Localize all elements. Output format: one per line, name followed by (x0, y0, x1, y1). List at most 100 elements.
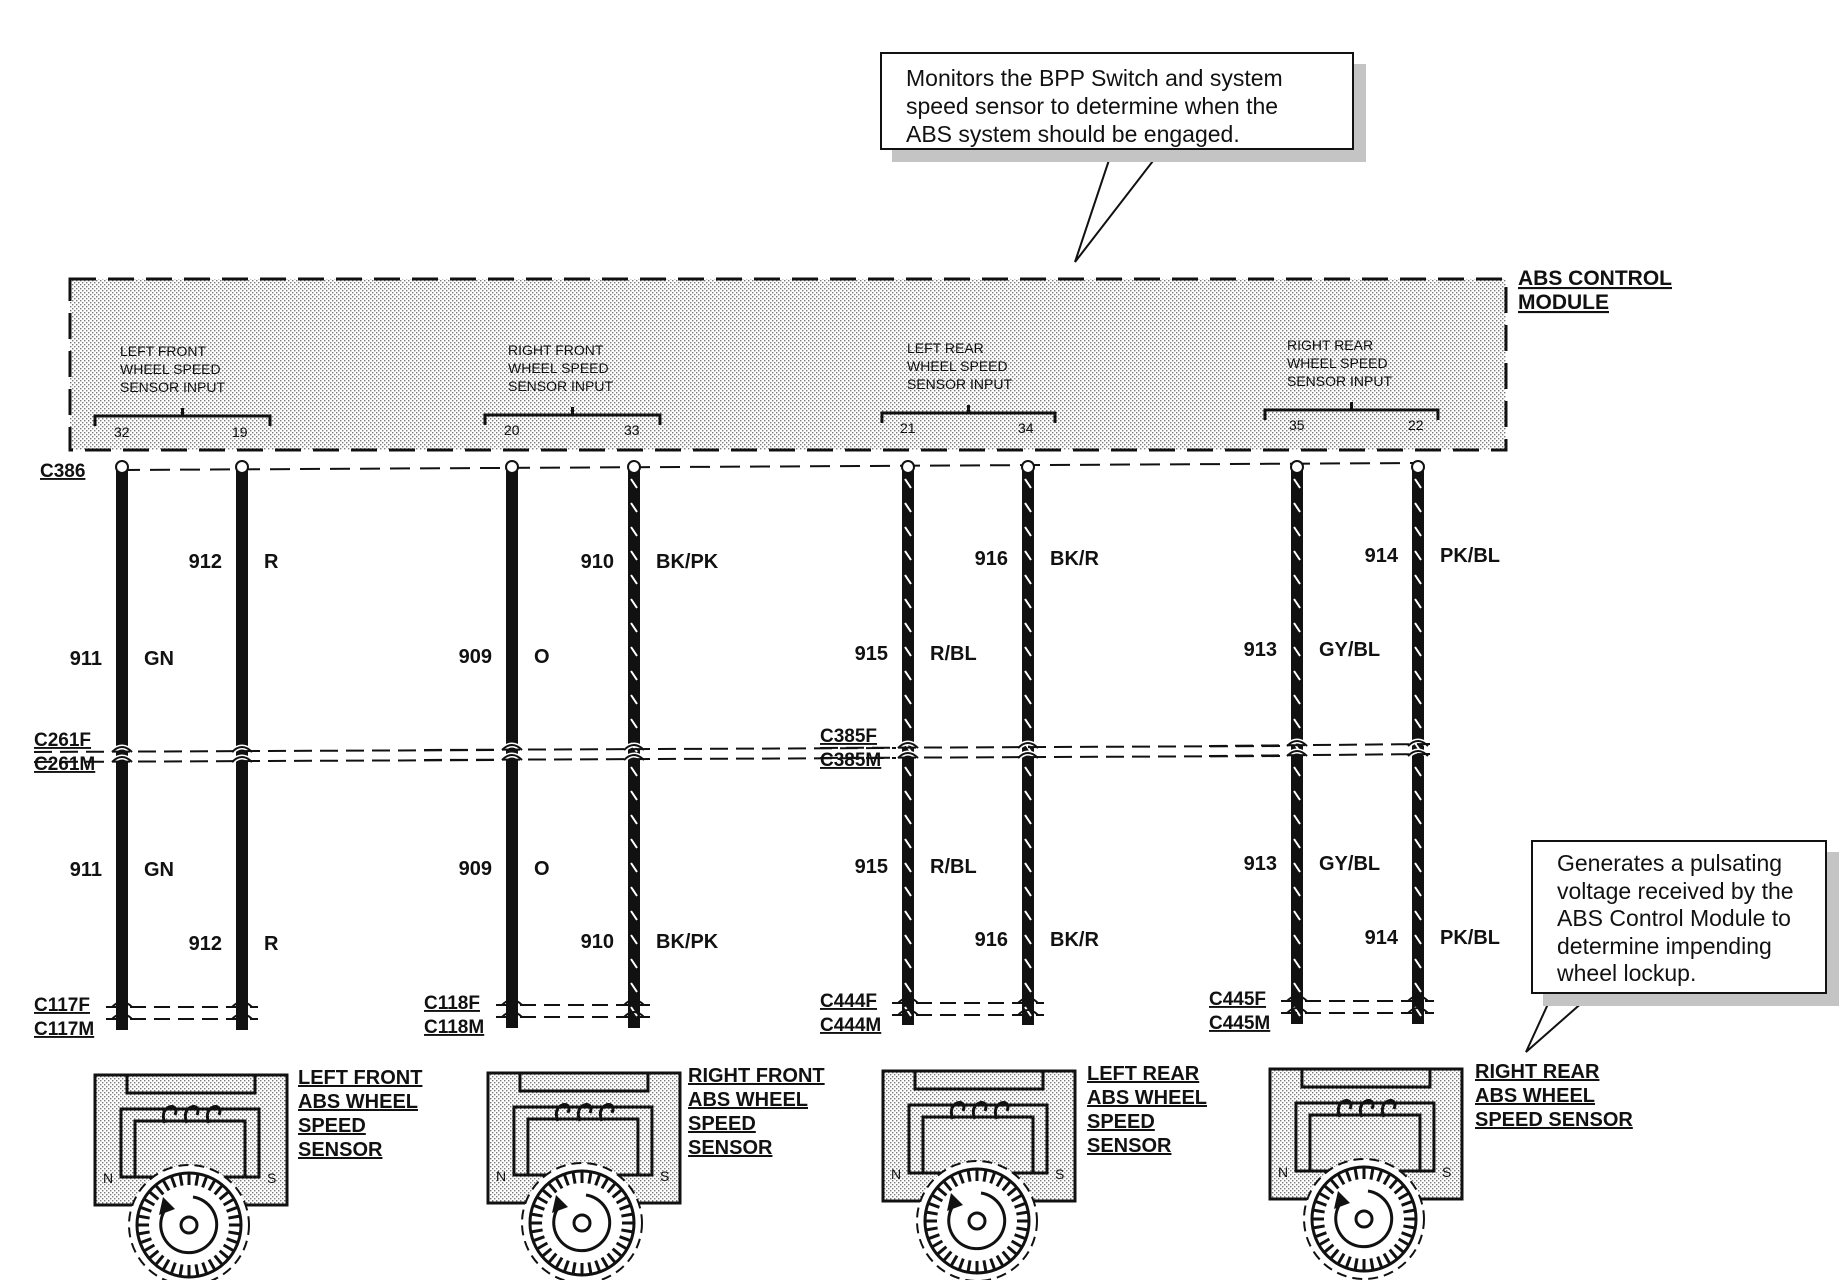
color-914-upper: PK/BL (1440, 545, 1500, 567)
tone-wheel-tooth-3 (1353, 1167, 1359, 1180)
color-910-upper: BK/PK (656, 551, 719, 573)
wire-stripe-914 (1414, 790, 1422, 801)
pin-35: 35 (1289, 417, 1305, 433)
tone-wheel-tooth-1 (532, 1203, 545, 1211)
tone-wheel-tooth-2 (949, 1175, 959, 1188)
tone-wheel-tooth-2 (1014, 1233, 1027, 1241)
wire-terminal-913 (1290, 460, 1304, 474)
tone-wheel-tooth-0 (137, 1214, 150, 1220)
tone-wheel-tooth-1 (606, 1252, 617, 1264)
wire-stripe-916 (1024, 550, 1032, 561)
module-input-label-1-1: WHEEL SPEED (508, 360, 609, 376)
bottom-arc-911 (111, 1001, 133, 1020)
wire-stripe-910 (630, 862, 638, 873)
sensor-connector-C117F: C117F (34, 995, 90, 1016)
wire-stripe-914 (1414, 934, 1422, 945)
wire-terminal-912 (235, 460, 249, 474)
tone-wheel-tooth-0 (139, 1205, 152, 1213)
tone-wheel-tooth-0 (178, 1173, 184, 1186)
circuit-914-lower: 914 (1365, 927, 1399, 949)
wire-stripe-916 (1024, 862, 1032, 873)
wire-stripe-914 (1414, 526, 1422, 537)
inline-arc-911 (111, 746, 133, 763)
sensor-callout-line-1: Generates a pulsating (1557, 850, 1783, 876)
tone-wheel-tooth-3 (1397, 1237, 1410, 1247)
tone-wheel-tooth-2 (982, 1169, 988, 1182)
rotation-arrowhead-2 (947, 1193, 963, 1211)
tone-wheel-tooth-2 (1010, 1239, 1023, 1249)
tone-wheel-tooth-1 (554, 1177, 564, 1190)
wire-stripe-913 (1293, 622, 1301, 633)
module-input-label-2-0: LEFT REAR (907, 340, 984, 356)
tone-wheel-tooth-2 (931, 1239, 944, 1249)
wire-stripe-916 (1024, 982, 1032, 993)
tone-wheel-tooth-0 (218, 1249, 230, 1260)
tone-wheel-tooth-3 (1318, 1237, 1331, 1247)
inline-arc-909 (501, 744, 523, 761)
tone-wheel-tooth-1 (587, 1171, 593, 1184)
wire-stripe-914 (1414, 958, 1422, 969)
wire-stripe-915 (904, 958, 912, 969)
wire-stripe-910 (630, 478, 638, 489)
tone-wheel-tooth-1 (615, 1195, 628, 1205)
wire-stripe-915 (904, 718, 912, 729)
pole-label-s-1: S (660, 1168, 669, 1184)
wire-stripe-910 (630, 598, 638, 609)
tone-wheel-tooth-0 (213, 1184, 224, 1196)
wire-stripe-915 (904, 862, 912, 873)
wire-stripe-913 (1293, 766, 1301, 777)
sensor-connector-C117M: C117M (34, 1019, 94, 1040)
wire-stripe-914 (1414, 574, 1422, 585)
tone-wheel-hub-3 (1354, 1209, 1374, 1229)
sensor-lead-1 (518, 1073, 650, 1093)
inline-connector-C261F: C261F (34, 730, 91, 751)
coil-winding-1-1 (576, 1103, 593, 1122)
color-916-lower: BK/R (1050, 929, 1099, 951)
sensor-label-0-3: SENSOR (298, 1139, 383, 1161)
wire-stripe-910 (630, 502, 638, 513)
tone-wheel-tooth-2 (957, 1171, 965, 1184)
sensor-label-2-3: SENSOR (1087, 1135, 1172, 1157)
wire-stripe-914 (1414, 814, 1422, 825)
wire-stripe-915 (904, 1006, 912, 1017)
wire-stripe-913 (1293, 718, 1301, 729)
circuit-910-upper: 910 (581, 551, 614, 573)
input-bracket-2 (880, 405, 1057, 423)
wire-stripe-916 (1024, 670, 1032, 681)
tone-wheel-tooth-2 (1001, 1250, 1012, 1262)
tone-wheel-tooth-1 (571, 1262, 577, 1275)
wire-stripe-916 (1024, 790, 1032, 801)
wire-stripe-916 (1024, 766, 1032, 777)
pole-label-n-0: N (103, 1170, 113, 1186)
wire-stripe-913 (1293, 910, 1301, 921)
tone-wheel-tooth-1 (554, 1256, 564, 1269)
coil-winding-2-0 (949, 1101, 966, 1120)
tone-wheel-tooth-0 (226, 1237, 239, 1245)
wire-stripe-910 (630, 550, 638, 561)
wire-terminal-915 (901, 460, 915, 474)
wire-stripe-915 (904, 550, 912, 561)
pole-label-s-3: S (1442, 1164, 1451, 1180)
tone-wheel-tooth-1 (562, 1260, 570, 1273)
tone-wheel-tooth-0 (154, 1254, 165, 1266)
wire-stripe-913 (1293, 598, 1301, 609)
sensor-label-3-2: SPEED SENSOR (1475, 1109, 1633, 1131)
wire-stripe-914 (1414, 694, 1422, 705)
tone-wheel-tooth-3 (1344, 1169, 1352, 1182)
sensor-label-2-0: LEFT REAR (1087, 1063, 1200, 1085)
tone-wheel-tooth-2 (1001, 1180, 1012, 1192)
sensor-connector-C444F: C444F (820, 991, 877, 1012)
bpp-callout-line-3: ABS system should be engaged. (906, 121, 1240, 147)
tone-wheel-tooth-3 (1312, 1224, 1325, 1230)
tone-wheel-tooth-3 (1318, 1191, 1331, 1201)
tone-wheel-tooth-1 (530, 1228, 543, 1234)
wire-stripe-913 (1293, 790, 1301, 801)
tone-wheel-tooth-1 (600, 1177, 610, 1190)
tone-wheel-tooth-2 (989, 1171, 997, 1184)
tone-wheel-tooth-1 (621, 1212, 634, 1218)
tone-wheel-tooth-0 (222, 1197, 235, 1207)
pin-19: 19 (232, 424, 248, 440)
tone-wheel-tooth-0 (207, 1179, 217, 1192)
connector-c386-line (119, 462, 1419, 471)
sensor-callout-line-4: determine impending (1557, 932, 1772, 959)
